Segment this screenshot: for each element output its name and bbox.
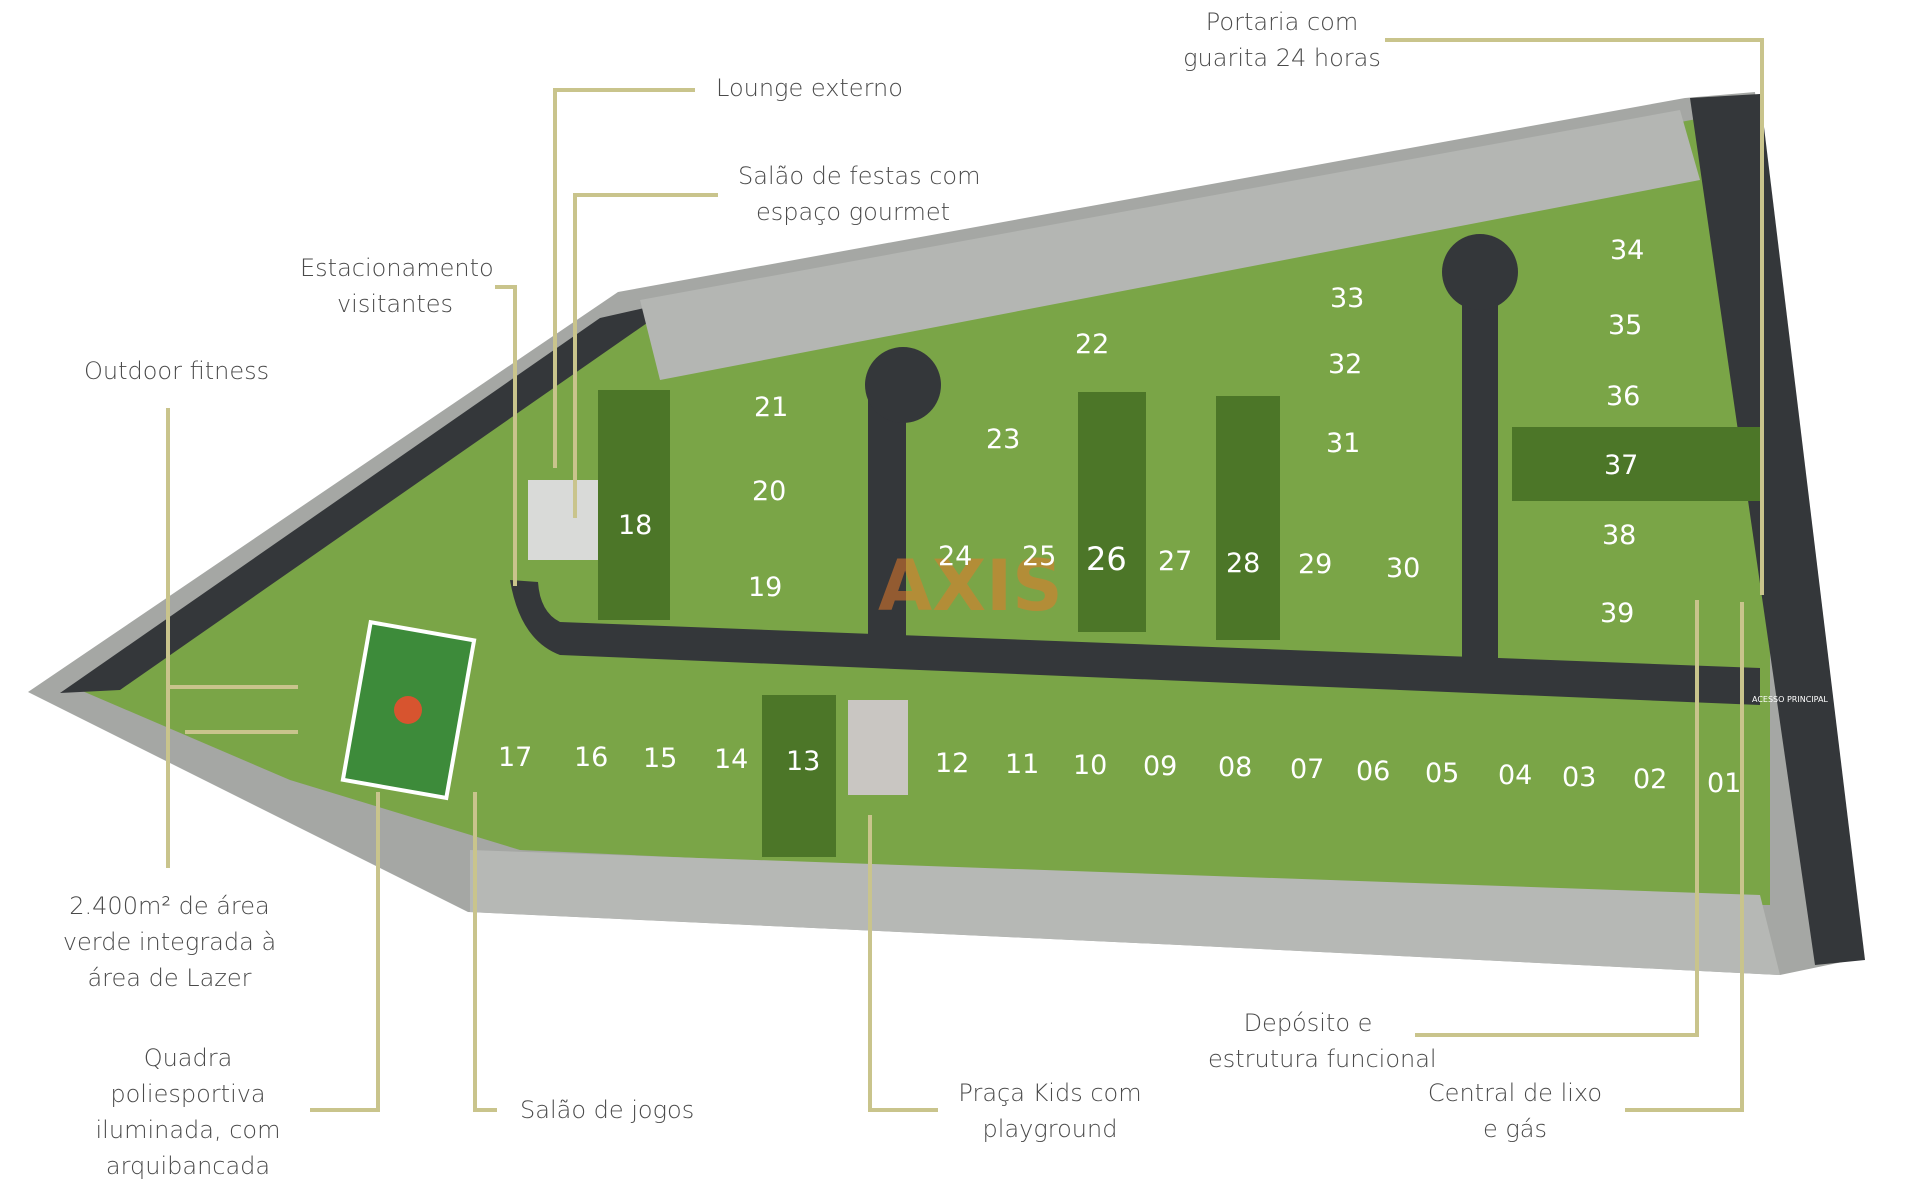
leader-central-lixo [1625, 602, 1744, 1112]
road-sign: ACESSO PRINCIPAL [1752, 695, 1828, 704]
green-area [80, 110, 1770, 905]
label-outdoor: Outdoor fitness [84, 357, 270, 385]
leader-salao-festas [573, 193, 718, 518]
main-road [510, 580, 1760, 705]
lot-30: 30 [1386, 553, 1420, 584]
lot-23: 23 [986, 424, 1020, 455]
lot-07: 07 [1290, 754, 1324, 785]
lot-33: 33 [1330, 283, 1364, 314]
lot-27: 27 [1158, 546, 1192, 577]
cul-de-sac-left-end [865, 347, 941, 423]
lot-18: 18 [618, 510, 652, 541]
lot-31: 31 [1326, 428, 1360, 459]
lot-34: 34 [1610, 235, 1644, 266]
clubhouse [528, 480, 598, 560]
lot-02: 02 [1633, 764, 1667, 795]
lot-18-shade [598, 390, 670, 620]
leader-portaria [1385, 38, 1764, 595]
lot-38: 38 [1602, 520, 1636, 551]
lot-04: 04 [1498, 760, 1532, 791]
court-center-circle [394, 696, 422, 724]
lot-01: 01 [1707, 768, 1741, 799]
plaza [848, 700, 908, 795]
lot-08: 08 [1218, 752, 1252, 783]
lot-12: 12 [935, 748, 969, 779]
lot-06: 06 [1356, 756, 1390, 787]
lot-20: 20 [752, 476, 786, 507]
lot-13-shade [762, 695, 836, 857]
lot-15: 15 [643, 743, 677, 774]
lot-17: 17 [498, 742, 532, 773]
lot-36: 36 [1606, 381, 1640, 412]
leader-salao-jogos [473, 792, 497, 1112]
leader-estacionamento [495, 285, 517, 586]
right-road [1690, 94, 1865, 965]
lot-26: 26 [1086, 540, 1127, 578]
lot-11: 11 [1005, 749, 1039, 780]
lot-29: 29 [1298, 549, 1332, 580]
lower-sidewalk [470, 850, 1780, 975]
lot-37: 37 [1604, 450, 1638, 481]
lot-35: 35 [1608, 310, 1642, 341]
leader-deposito [1415, 600, 1699, 1037]
upper-strip [640, 110, 1700, 380]
lot-22: 22 [1075, 329, 1109, 360]
lot-10: 10 [1073, 750, 1107, 781]
lot-13: 13 [786, 746, 820, 777]
left-road [60, 300, 680, 693]
cul-de-sac-right-end [1442, 234, 1518, 310]
leader-praca-kids [868, 815, 938, 1112]
leader-lines [166, 38, 1764, 1112]
lot-26-shade [1078, 392, 1146, 632]
cul-de-sac-left-road [868, 380, 906, 650]
watermark: AXIS [878, 545, 1063, 627]
leader-lounge [553, 88, 695, 468]
lot-05: 05 [1425, 758, 1459, 789]
lot-09: 09 [1143, 751, 1177, 782]
lot-39: 39 [1600, 598, 1634, 629]
lot-21: 21 [754, 392, 788, 423]
lot-25: 25 [1022, 541, 1056, 572]
lot-19: 19 [748, 572, 782, 603]
lot-32: 32 [1328, 349, 1362, 380]
lot-16: 16 [574, 742, 608, 773]
lot-28-shade [1216, 396, 1280, 640]
cul-de-sac-right-road [1462, 260, 1498, 670]
lot-37-shade [1512, 427, 1760, 501]
lot-14: 14 [714, 744, 748, 775]
label-salao-jogos: Salão de jogos [520, 1096, 695, 1124]
leader-quadra [310, 792, 380, 1112]
lot-03: 03 [1562, 762, 1596, 793]
label-lounge: Lounge externo [716, 74, 903, 102]
lot-24: 24 [938, 541, 972, 572]
lot-28: 28 [1226, 548, 1260, 579]
